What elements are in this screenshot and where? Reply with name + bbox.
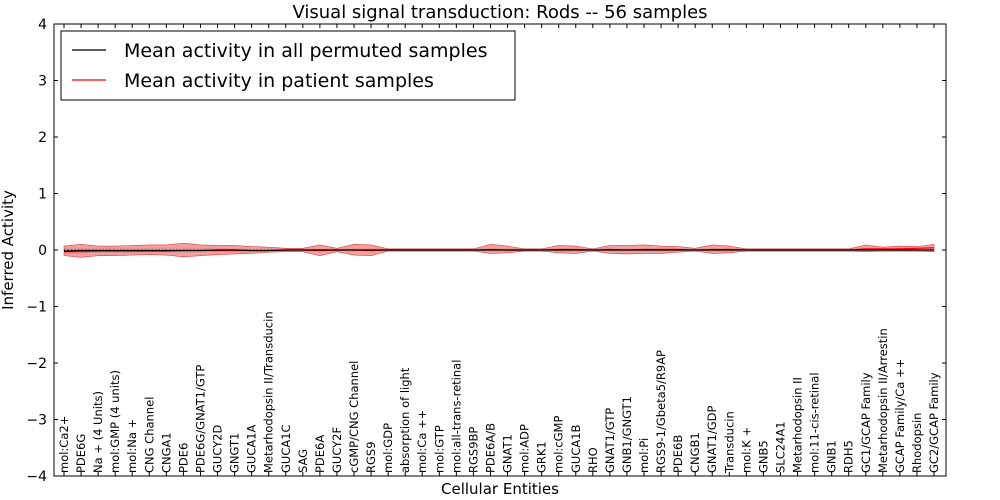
x-ticks-layer bbox=[63, 24, 935, 476]
x-category-label: PDE6B bbox=[671, 435, 685, 473]
x-category-label: GNGT1 bbox=[228, 433, 242, 473]
x-category-label: mol:GTP bbox=[432, 425, 446, 473]
x-category-label: GUCY2F bbox=[330, 427, 344, 473]
x-category-label: GRK1 bbox=[535, 441, 549, 473]
x-category-label: GUCA1C bbox=[279, 424, 293, 473]
x-category-label: GUCA1B bbox=[569, 424, 583, 473]
x-category-label: PDE6G/GNAT1/GTP bbox=[193, 365, 207, 473]
x-category-label: Metarhodopsin II bbox=[791, 377, 805, 473]
x-category-label: RDH5 bbox=[842, 440, 856, 473]
x-category-label: mol:cGMP bbox=[552, 416, 566, 473]
x-category-label: Transducin bbox=[722, 411, 736, 474]
x-category-label: RGS9-1/Gbeta5/R9AP bbox=[654, 350, 668, 473]
x-category-label: CNG Channel bbox=[142, 397, 156, 473]
x-category-label: SLC24A1 bbox=[773, 421, 787, 473]
x-category-label: RHO bbox=[586, 447, 600, 473]
y-tick-label: 2 bbox=[38, 130, 47, 146]
x-category-label: CNGA1 bbox=[159, 432, 173, 473]
x-category-label: GNB1 bbox=[825, 440, 839, 473]
x-category-label: mol:Na + bbox=[125, 419, 139, 473]
x-category-label: mol:ADP bbox=[518, 424, 532, 473]
x-category-label: GC2/GCAP Family bbox=[927, 372, 941, 473]
x-category-label: mol:GMP (4 units) bbox=[108, 370, 122, 473]
x-category-label: mol:11-cis-retinal bbox=[808, 372, 822, 473]
y-tick-label: 1 bbox=[38, 187, 47, 203]
x-category-label: GNAT1 bbox=[501, 434, 515, 473]
legend: Mean activity in all permuted samples Me… bbox=[60, 30, 516, 101]
x-category-label: Metarhodopsin II/Arrestin bbox=[876, 328, 890, 473]
x-category-label: Metarhodopsin II/Transducin bbox=[262, 311, 276, 473]
x-category-label: Rhodopsin bbox=[910, 413, 924, 473]
x-category-label: mol:K + bbox=[739, 427, 753, 473]
x-category-label: SAG bbox=[296, 449, 310, 473]
y-tick-label: −3 bbox=[26, 413, 47, 429]
x-category-label: GNAT1/GDP bbox=[705, 406, 719, 473]
y-tick-label: −2 bbox=[26, 356, 47, 372]
x-category-label: GC1/GCAP Family bbox=[859, 372, 873, 473]
x-category-label: GNAT1/GTP bbox=[603, 408, 617, 473]
x-category-label: RGS9 bbox=[364, 441, 378, 473]
y-tick-label: 0 bbox=[38, 243, 47, 259]
x-category-label: PDE6 bbox=[176, 443, 190, 473]
x-category-label: PDE6A bbox=[313, 435, 327, 473]
x-category-label: GNB5 bbox=[756, 440, 770, 473]
x-category-label: GUCA1A bbox=[245, 424, 259, 473]
chart-title: Visual signal transduction: Rods -- 56 s… bbox=[292, 2, 707, 23]
x-category-label: PDE6G bbox=[74, 434, 88, 473]
x-category-label: GCAP Family/Ca ++ bbox=[893, 359, 907, 473]
x-category-label: mol:Ca2+ bbox=[57, 416, 71, 473]
x-category-label: CNGB1 bbox=[688, 432, 702, 473]
y-tick-label: 4 bbox=[38, 17, 47, 33]
x-category-label: PDE6A/B bbox=[483, 423, 497, 473]
legend-label-permuted: Mean activity in all permuted samples bbox=[124, 40, 487, 62]
x-category-label: mol:Pi bbox=[637, 438, 651, 473]
x-category-label: mol:all-trans-retinal bbox=[449, 360, 463, 473]
x-category-label: mol:GDP bbox=[381, 423, 395, 473]
x-category-label: mol:Ca ++ bbox=[415, 410, 429, 473]
legend-label-patient: Mean activity in patient samples bbox=[124, 70, 434, 92]
y-tick-label: −1 bbox=[26, 300, 47, 316]
y-tick-label: −4 bbox=[26, 469, 47, 485]
y-tick-label: 3 bbox=[38, 74, 47, 90]
y-ticks-layer: 4 3 2 1 0 −1 −2 −3 −4 bbox=[26, 17, 946, 485]
x-axis-title: Cellular Entities bbox=[441, 480, 559, 498]
legend-box bbox=[60, 30, 516, 101]
y-axis-title: Inferred Activity bbox=[0, 190, 17, 310]
x-category-label: cGMP/CNG Channel bbox=[347, 361, 361, 473]
x-category-label: RGS9BP bbox=[466, 427, 480, 473]
x-category-label: GNB1/GNGT1 bbox=[620, 396, 634, 473]
x-category-label: GUCY2D bbox=[211, 425, 225, 473]
x-category-label: Na + (4 Units) bbox=[91, 391, 105, 473]
x-category-label: absorption of light bbox=[398, 367, 412, 473]
